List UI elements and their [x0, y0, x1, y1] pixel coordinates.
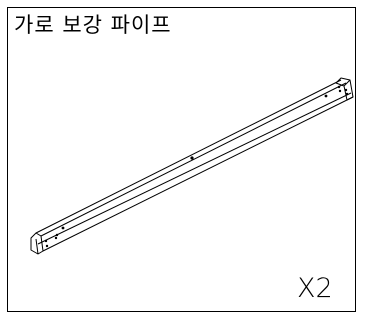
- left-end-inner-edge: [35, 238, 39, 255]
- pipe-bottom-edge: [42, 96, 354, 252]
- quantity-label: X2: [297, 273, 333, 304]
- right-hole-1: [337, 85, 341, 89]
- left-end-cap: [30, 232, 44, 255]
- left-hole-2: [45, 244, 49, 248]
- left-hole-4: [55, 233, 59, 237]
- pipe-lower-edge: [37, 92, 352, 245]
- right-end-inner-edge: [343, 79, 351, 87]
- left-mount-hole: [61, 226, 65, 230]
- right-hole-4: [345, 92, 349, 96]
- left-hole-3: [54, 236, 58, 240]
- right-hole-2: [338, 89, 342, 93]
- right-mount-hole: [324, 94, 328, 98]
- left-hole-1: [44, 239, 48, 243]
- part-title: 가로 보강 파이프: [14, 13, 172, 37]
- center-hole: [190, 156, 194, 160]
- right-hole-3: [344, 88, 348, 92]
- pipe-front-edge: [40, 82, 347, 237]
- pipe-top-edge: [35, 79, 342, 234]
